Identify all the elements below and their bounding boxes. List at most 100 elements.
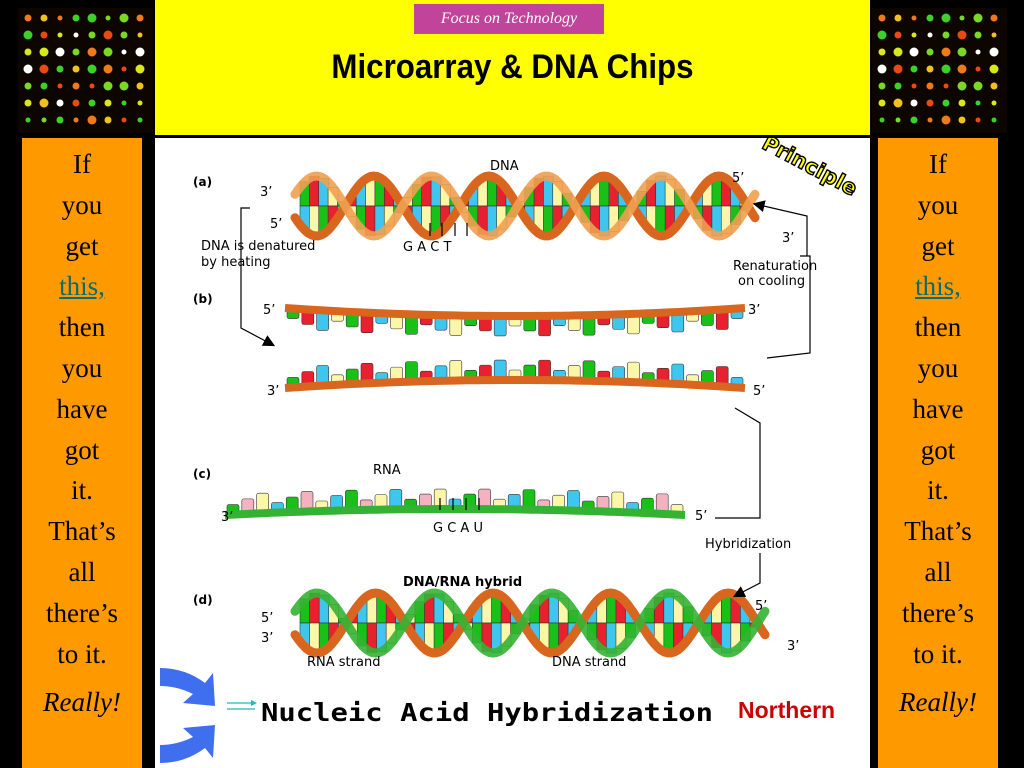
microarray-dot bbox=[975, 117, 981, 123]
sidebar-line: you bbox=[917, 189, 959, 220]
microarray-dot bbox=[909, 47, 919, 57]
microarray-dot bbox=[957, 64, 967, 74]
sidebar-line: there’s bbox=[46, 597, 118, 628]
sidebar-really: Really! bbox=[43, 687, 121, 718]
microarray-dot bbox=[941, 13, 951, 23]
strand-backbone bbox=[224, 505, 686, 519]
microarray-dot bbox=[941, 47, 951, 57]
microarray-dot bbox=[40, 31, 48, 39]
microarray-dots bbox=[877, 13, 999, 125]
microarray-dot bbox=[893, 47, 903, 57]
microarray-dot bbox=[89, 83, 95, 89]
dna-double-helix bbox=[290, 171, 760, 241]
microarray-dot bbox=[879, 117, 885, 123]
microarray-dot bbox=[991, 100, 997, 106]
microarray-dot bbox=[957, 47, 967, 57]
microarray-dot bbox=[103, 81, 113, 91]
microarray-dot bbox=[926, 99, 934, 107]
label-denatured-2: by heating bbox=[201, 255, 270, 270]
microarray-thumbnail-left bbox=[18, 8, 153, 133]
microarray-dot bbox=[39, 47, 49, 57]
microarray-dot bbox=[911, 83, 917, 89]
microarray-dot bbox=[87, 13, 97, 23]
prime-label: 3’ bbox=[221, 510, 233, 525]
caption-nucleic-acid-hybridization: Nucleic Acid Hybridization bbox=[261, 698, 713, 727]
microarray-dot bbox=[989, 47, 999, 57]
microarray-dot bbox=[893, 98, 903, 108]
microarray-dot bbox=[877, 30, 887, 40]
microarray-dot bbox=[942, 31, 950, 39]
microarray-dot bbox=[23, 64, 33, 74]
microarray-dot bbox=[991, 117, 997, 123]
sidebar-line: get bbox=[921, 230, 955, 261]
microarray-dot bbox=[878, 14, 886, 22]
microarray-dot bbox=[56, 65, 64, 73]
microarray-dot bbox=[73, 32, 79, 38]
microarray-dot bbox=[56, 116, 64, 124]
microarray-dot bbox=[975, 49, 981, 55]
microarray-dot bbox=[878, 48, 886, 56]
microarray-dot bbox=[137, 117, 143, 123]
microarray-dot bbox=[877, 64, 887, 74]
blue-arrow-icon bbox=[160, 668, 257, 763]
sidebar-line: got bbox=[920, 434, 956, 465]
microarray-dot bbox=[926, 48, 934, 56]
microarray-dot bbox=[87, 47, 97, 57]
microarray-dot bbox=[975, 100, 981, 106]
strand-backbone bbox=[284, 304, 746, 320]
microarray-dot bbox=[72, 99, 80, 107]
prime-label: 5’ bbox=[695, 509, 707, 524]
microarray-dot bbox=[41, 117, 47, 123]
prime-label: 5’ bbox=[755, 599, 767, 614]
sidebar-line: there’s bbox=[902, 597, 974, 628]
microarray-dot bbox=[24, 48, 32, 56]
microarray-dot bbox=[39, 98, 49, 108]
prime-label: 3’ bbox=[748, 303, 760, 318]
sidebar-line: That’s bbox=[904, 516, 972, 547]
sidebar-link-this[interactable]: this, bbox=[59, 271, 105, 302]
label-bases-dna: G A C T bbox=[403, 240, 451, 255]
microarray-dot bbox=[104, 116, 112, 124]
microarray-thumbnail-right bbox=[872, 8, 1007, 133]
sidebar-line: to it. bbox=[913, 638, 963, 669]
sidebar-link-this[interactable]: this, bbox=[915, 271, 961, 302]
microarray-dot bbox=[73, 117, 79, 123]
microarray-dot bbox=[57, 15, 63, 21]
microarray-dot bbox=[941, 115, 951, 125]
label-rna-strand: RNA strand bbox=[307, 655, 380, 670]
microarray-dot bbox=[927, 32, 933, 38]
microarray-dot bbox=[942, 99, 950, 107]
microarray-dot bbox=[974, 31, 982, 39]
label-dna-strand: DNA strand bbox=[552, 655, 626, 670]
microarray-dot bbox=[24, 82, 32, 90]
microarray-dot bbox=[119, 13, 129, 23]
northern-stamp: Northern bbox=[738, 697, 835, 723]
microarray-dot bbox=[40, 82, 48, 90]
sidebar-line: have bbox=[912, 393, 964, 424]
sidebar-line: you bbox=[61, 189, 103, 220]
label-renaturation-2: on cooling bbox=[738, 274, 805, 289]
microarray-dot bbox=[910, 65, 918, 73]
microarray-dot bbox=[25, 117, 31, 123]
microarray-dot bbox=[105, 15, 111, 21]
microarray-dot bbox=[943, 83, 949, 89]
microarray-dot bbox=[910, 99, 918, 107]
microarray-dots bbox=[23, 13, 145, 125]
label-bases-rna: G C A U bbox=[433, 521, 483, 536]
sidebar-line: have bbox=[56, 393, 108, 424]
microarray-dot bbox=[121, 66, 127, 72]
microarray-dot bbox=[24, 99, 32, 107]
sidebar-line: you bbox=[917, 352, 959, 383]
sidebar-line: If bbox=[929, 149, 947, 179]
microarray-dot bbox=[958, 116, 966, 124]
label-hybridization: Hybridization bbox=[705, 537, 791, 552]
microarray-dot bbox=[973, 81, 983, 91]
microarray-dot bbox=[72, 48, 80, 56]
sidebar-really: Really! bbox=[899, 687, 977, 718]
microarray-dot bbox=[990, 82, 998, 90]
microarray-dot bbox=[959, 15, 965, 21]
prime-label: 5’ bbox=[263, 303, 275, 318]
prime-label: 5’ bbox=[261, 611, 273, 626]
microarray-dot bbox=[958, 99, 966, 107]
microarray-dot bbox=[895, 117, 901, 123]
